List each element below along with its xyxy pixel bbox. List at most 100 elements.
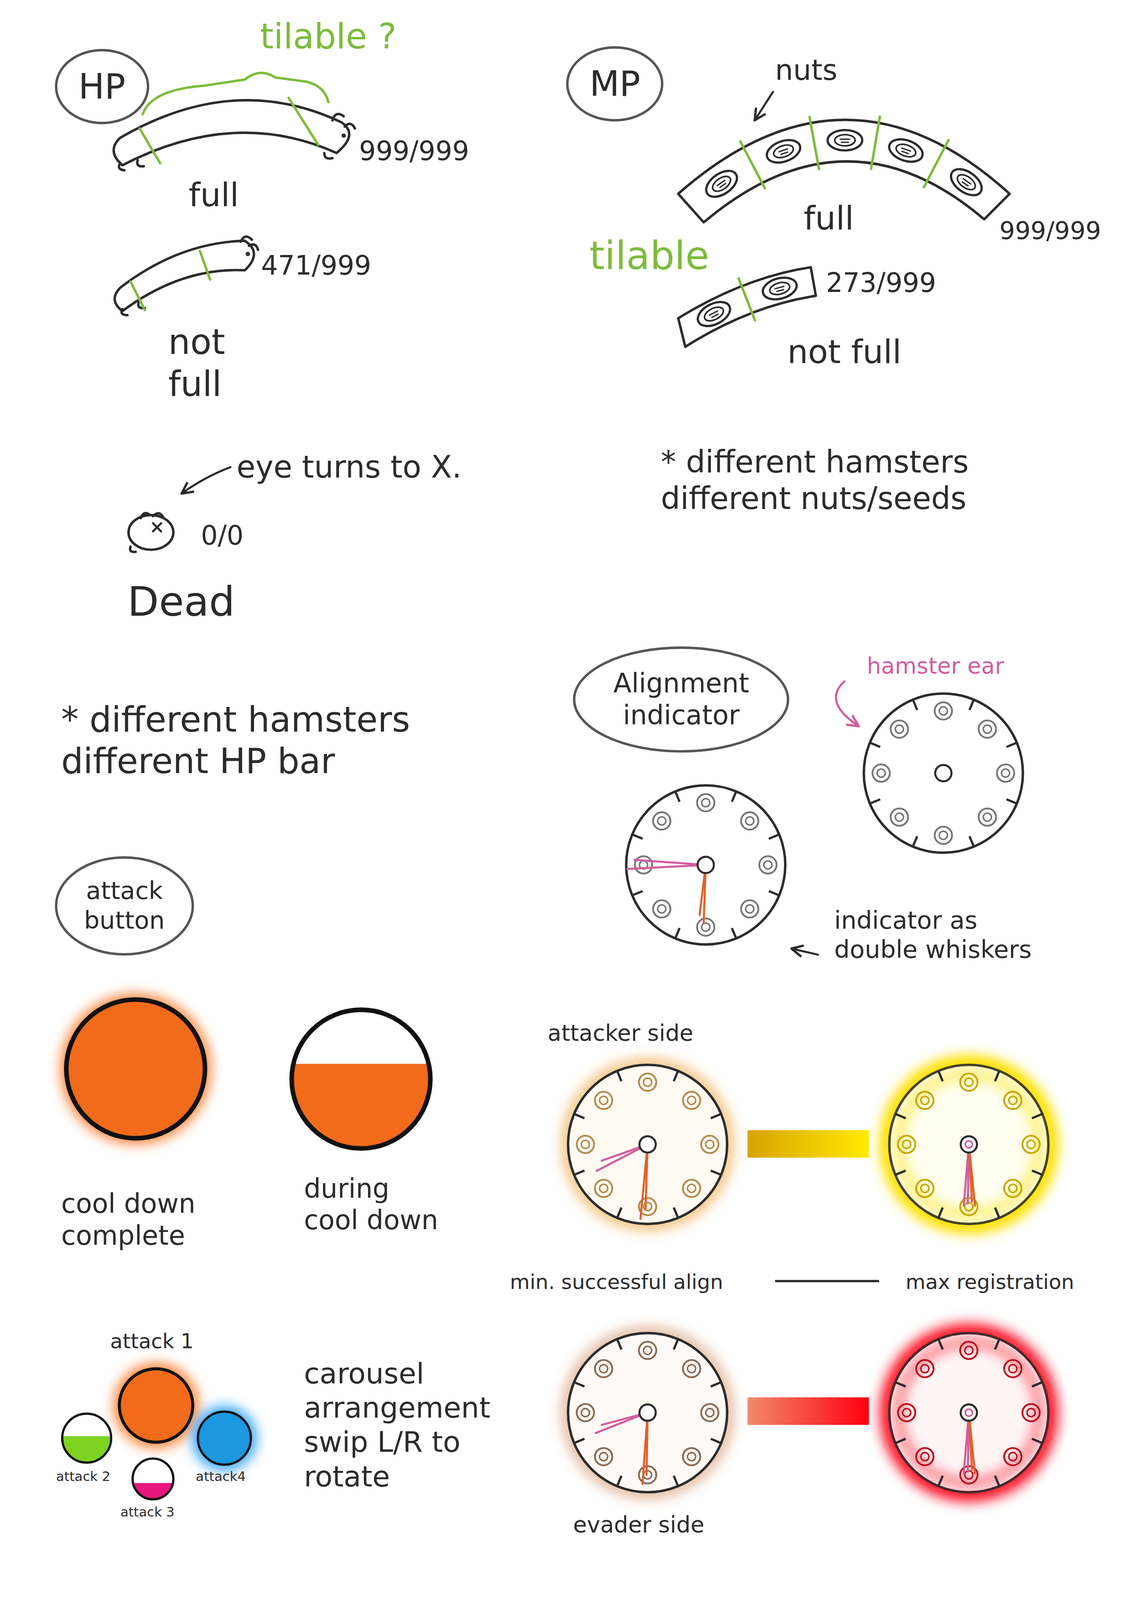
button-face (197, 1411, 251, 1465)
dial-inner-glow (898, 1073, 1040, 1215)
hamster-ears (332, 114, 355, 129)
hamster-ear-mark (916, 1179, 934, 1198)
hamster-ear-mark (1004, 1179, 1022, 1198)
annotation: Dead (127, 577, 235, 627)
dial-center (697, 856, 715, 873)
hamster-ear-mark (1022, 1403, 1040, 1422)
button-outline (62, 1413, 111, 1463)
button-face (291, 1009, 431, 1149)
hamster-ear-mark (657, 904, 666, 914)
dial-tick (895, 1170, 906, 1175)
hamster-ears (129, 513, 164, 552)
hamster-ear-mark (895, 813, 904, 822)
hamster-eye (342, 134, 346, 138)
alignment-dial (568, 1333, 728, 1493)
dial-tick (938, 1475, 943, 1487)
hamster-ear-mark (705, 1140, 714, 1149)
hamster-ear-mark (939, 831, 948, 840)
dial-tick (710, 1170, 722, 1175)
ellipse-shape (56, 50, 149, 124)
dial-inner-glow (898, 1342, 1040, 1484)
hamster-ear-mark (599, 1096, 608, 1105)
hamster-ear-mark (741, 812, 759, 830)
hamster-ear-mark (701, 923, 711, 932)
dial-tick (673, 1475, 678, 1487)
hamster-ear-mark (1008, 1452, 1017, 1461)
heading-text: MP (589, 62, 641, 105)
hamster-ear-mark (745, 816, 754, 825)
tile-cut (139, 98, 318, 164)
nut-lines (840, 139, 851, 143)
dial-center-dot (965, 1408, 973, 1417)
annotation: eye turns to X. (236, 448, 462, 486)
dial-tick (969, 699, 974, 711)
dial-tick (1032, 1170, 1043, 1175)
gradient-bar (747, 1397, 869, 1425)
hamster-ear-mark (682, 1447, 701, 1466)
tile-cut (923, 140, 949, 187)
leader-arrow (835, 681, 859, 727)
hamster-ear-mark (964, 1470, 973, 1479)
hamster-ear-mark (745, 904, 754, 914)
nut-inner (772, 142, 795, 161)
nut-outline (946, 163, 987, 201)
whisker-indicator (645, 1144, 648, 1209)
alignment-dial (889, 1333, 1049, 1493)
hamster-ear-mark (1001, 768, 1010, 778)
nut-inner (954, 171, 979, 193)
hamster-ear-mark (643, 1346, 652, 1355)
dial-glow (568, 1064, 728, 1225)
nut-icon (760, 274, 799, 303)
range-line (775, 1279, 880, 1282)
hamster-ear-mark (682, 1091, 701, 1110)
dial-tick (673, 1070, 678, 1082)
hamster-ear-mark (876, 768, 886, 778)
dead-eye-x (152, 523, 161, 532)
nut-outline (763, 135, 804, 167)
annotation: tilable ? (259, 15, 397, 58)
hamster-ear-mark (653, 900, 671, 918)
hamster-ear-mark (687, 1452, 696, 1461)
hamster-ear-mark (1004, 1359, 1022, 1378)
alignment-dial (626, 785, 786, 945)
annotation: hamster ear (866, 652, 1005, 680)
hamster-ear-mark (759, 856, 777, 874)
hamster-ear-mark (696, 793, 715, 812)
annotation: attacker side (547, 1019, 694, 1047)
nut-lines (900, 147, 911, 155)
leader-arrow (754, 91, 774, 121)
nut-inner (834, 134, 856, 146)
cooldown-fill (291, 1063, 431, 1149)
dial-tick (710, 1381, 722, 1386)
hamster-ear-mark (599, 1184, 608, 1193)
hamster-ear-mark (581, 1140, 590, 1149)
cooldown-fill (132, 1483, 174, 1500)
dial-tick (675, 791, 680, 802)
dial-tick (1006, 742, 1017, 747)
annotation: * different hamsters different HP bar (61, 698, 547, 782)
nut-outline (701, 165, 742, 203)
hamster-ear-mark (920, 1452, 929, 1461)
dial-tick (895, 1381, 906, 1386)
hamster-ear-mark (638, 1341, 657, 1360)
annotation: max registration (905, 1269, 1075, 1295)
dial-tick (731, 928, 737, 939)
dial-tick (574, 1170, 585, 1175)
dial-tick (768, 891, 780, 896)
hamster-ear-mark (934, 702, 953, 720)
heading-text: attack button (83, 876, 165, 935)
hamster-ear-mark (1022, 1135, 1040, 1153)
dial-center (639, 1404, 656, 1421)
hp-bar-partial (114, 240, 254, 312)
annotation: 471/999 (260, 249, 371, 282)
dial-tick (617, 1070, 622, 1082)
dial-face (568, 1064, 728, 1225)
attack-button-icon (62, 1413, 111, 1463)
annotation: cool down complete (61, 1188, 247, 1252)
hamster-ear-mark (964, 1078, 973, 1087)
hamster-ear-mark (934, 826, 953, 844)
dial-tick (938, 1338, 943, 1350)
button-face (119, 1368, 193, 1443)
